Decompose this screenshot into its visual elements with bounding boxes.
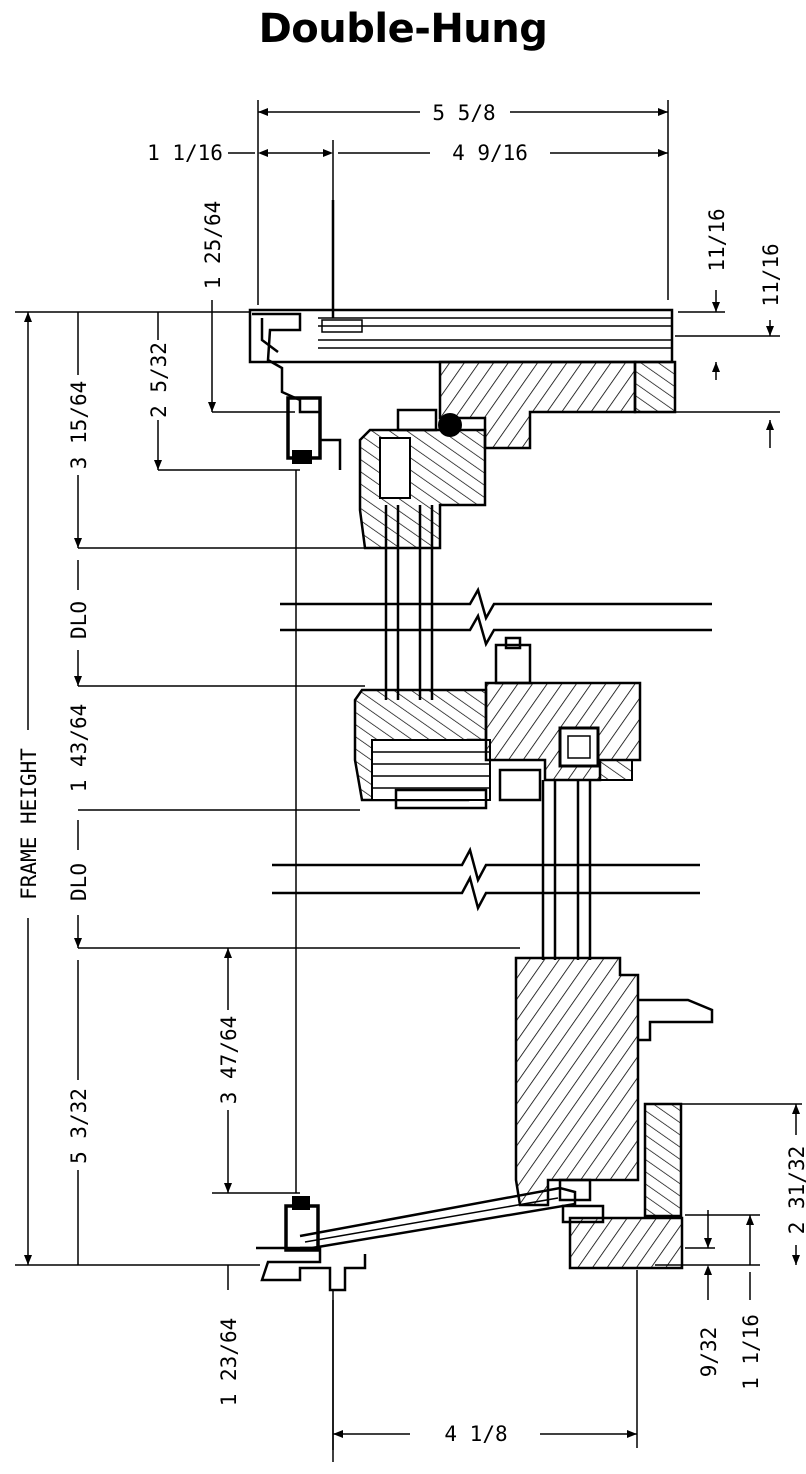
dim-right-bottom-a: 9/32 <box>697 1327 721 1378</box>
dim-head-b: 3 15/64 <box>67 381 91 470</box>
dim-right-sill: 2 31/32 <box>785 1146 806 1235</box>
dim-frame-height: FRAME HEIGHT <box>17 748 41 900</box>
dim-left-offset: 1 1/16 <box>147 141 223 165</box>
dim-top-projection: 1 25/64 <box>201 201 225 290</box>
dim-right-top-b: 11/16 <box>759 243 783 306</box>
dimension-labels: 5 5/8 1 1/16 4 9/16 4 1/8 1 25/64 2 5/32… <box>17 101 806 1446</box>
dim-dlo-lower: DLO <box>67 863 91 901</box>
dimension-lines <box>15 100 802 1462</box>
dim-sill-a: 5 3/32 <box>67 1088 91 1164</box>
meeting-rail <box>353 636 642 810</box>
dim-bottom-depth: 4 1/8 <box>444 1422 507 1446</box>
dimension-arrows <box>24 108 800 1438</box>
upper-glass <box>384 505 434 700</box>
dim-right-bottom-b: 1 1/16 <box>739 1314 763 1390</box>
sill-frame <box>256 956 714 1292</box>
dim-sill-b: 3 47/64 <box>217 1016 241 1105</box>
page-title: Double-Hung <box>258 6 548 52</box>
lower-glass <box>541 780 592 960</box>
dim-right-top-a: 11/16 <box>705 208 729 271</box>
dim-overall-depth: 5 5/8 <box>432 101 495 125</box>
dim-meeting-rail: 1 43/64 <box>67 704 91 793</box>
dim-head-a: 2 5/32 <box>147 342 171 418</box>
dim-bottom-projection: 1 23/64 <box>217 1318 241 1407</box>
head-frame <box>248 200 677 550</box>
dim-dlo-upper: DLO <box>67 601 91 639</box>
dim-inner-depth: 4 9/16 <box>452 141 528 165</box>
